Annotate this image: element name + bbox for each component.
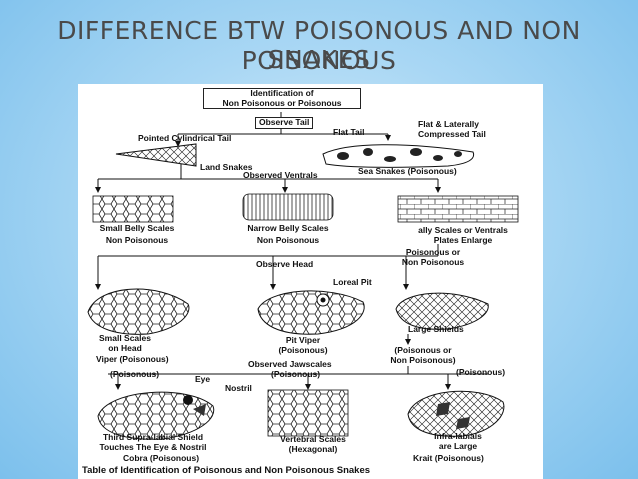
poisonous-or-line-2: Non Poisonous (401, 256, 465, 267)
belly-plates-line-1: ally Scales or Ventrals (418, 225, 508, 235)
small-scales-label: Small Scales on Head (90, 333, 160, 353)
root-node: Identification of Non Poisonous or Poiso… (203, 88, 361, 109)
small-belly-text: Small Belly Scales (99, 223, 175, 233)
non-poisonous-2: Non Poisonous (256, 234, 320, 245)
identification-chart: Identification of Non Poisonous or Poiso… (78, 84, 543, 479)
p-or-np-line-1: (Poisonous or (394, 345, 452, 355)
small-belly-label: Small Belly Scales Non Poisonous (82, 223, 192, 245)
pit-viper-label: Pit Viper (Poisonous) (263, 335, 343, 355)
belly-plates-label: ally Scales or Ventrals Plates Enlarge (393, 225, 533, 245)
pit-viper-line-1: Pit Viper (285, 335, 321, 345)
non-poisonous-1: Non Poisonous (105, 234, 169, 245)
slide-title-line-2: SNAKES (267, 45, 371, 74)
slide-title-line-1: DIFFERENCE BTW POISONOUS AND NON POISONO… (57, 16, 581, 75)
vertebral-line-2: (Hexagonal) (288, 443, 338, 454)
vertebral-label: Vertebral Scales (Hexagonal) (263, 434, 363, 454)
infra-label: Infra-labials are Large (418, 431, 498, 451)
observed-ventrals-label: Observed Ventrals (243, 170, 318, 180)
small-scales-line-2: on Head (108, 342, 142, 353)
third-supra-line-1: Third Supra-labial Shield (102, 432, 204, 442)
vertebral-line-1: Vertebral Scales (280, 434, 346, 444)
large-shields-label: Large Shields (408, 324, 464, 334)
flat-laterally-label: Flat & Laterally Compressed Tail (418, 119, 486, 139)
infra-line-2: are Large (438, 440, 478, 451)
root-line-1: Identification of (250, 88, 314, 98)
observed-jawscales-label: Observed Jawscales (248, 359, 332, 369)
root-line-2: Non Poisonous or Poisonous (222, 97, 342, 108)
observe-tail-node: Observe Tail (255, 117, 314, 129)
small-scales-line-1: Small Scales (99, 333, 151, 343)
infra-line-1: Infra-labials (434, 431, 482, 441)
poisonous-a-label: (Poisonous) (110, 369, 160, 379)
pointed-tail-label: Pointed Cylindrical Tail (138, 133, 232, 143)
p-or-np-line-2: Non Poisonous) (390, 354, 456, 365)
loreal-pit-label: Loreal Pit (333, 277, 372, 287)
viper-label: Viper (Poisonous) (96, 354, 169, 364)
land-snakes-label: Land Snakes (200, 162, 253, 172)
poisonous-or-line-1: Poisonous or (405, 247, 461, 257)
third-supra-line-2: Touches The Eye & Nostril (99, 441, 207, 452)
flat-laterally-line-1: Flat & Laterally (418, 119, 479, 129)
eye-label: Eye (195, 374, 211, 384)
chart-caption: Table of Identification of Poisonous and… (82, 465, 371, 476)
nostril-label: Nostril (225, 383, 252, 393)
poisonous-c-label: (Poisonous) (456, 367, 506, 377)
narrow-belly-label: Narrow Belly Scales Non Poisonous (233, 223, 343, 245)
pit-viper-line-2: (Poisonous) (278, 344, 328, 355)
sea-snakes-label: Sea Snakes (Poisonous) (358, 166, 457, 176)
cobra-label: Cobra (Poisonous) (123, 453, 200, 463)
chart-drawing (87, 112, 519, 440)
krait-label: Krait (Poisonous) (413, 453, 484, 463)
third-supra-label: Third Supra-labial Shield Touches The Ey… (88, 432, 218, 452)
narrow-belly-text: Narrow Belly Scales (247, 223, 329, 233)
flat-laterally-line-2: Compressed Tail (418, 128, 486, 139)
observe-head-label: Observe Head (256, 259, 314, 269)
poisonous-or-label: Poisonous or Non Poisonous (388, 247, 478, 267)
flat-tail-label: Flat Tail (333, 127, 365, 137)
belly-plates-line-2: Plates Enlarge (433, 234, 493, 245)
poisonous-b-label: (Poisonous) (271, 369, 321, 379)
p-or-np-label: (Poisonous or Non Poisonous) (378, 345, 468, 365)
